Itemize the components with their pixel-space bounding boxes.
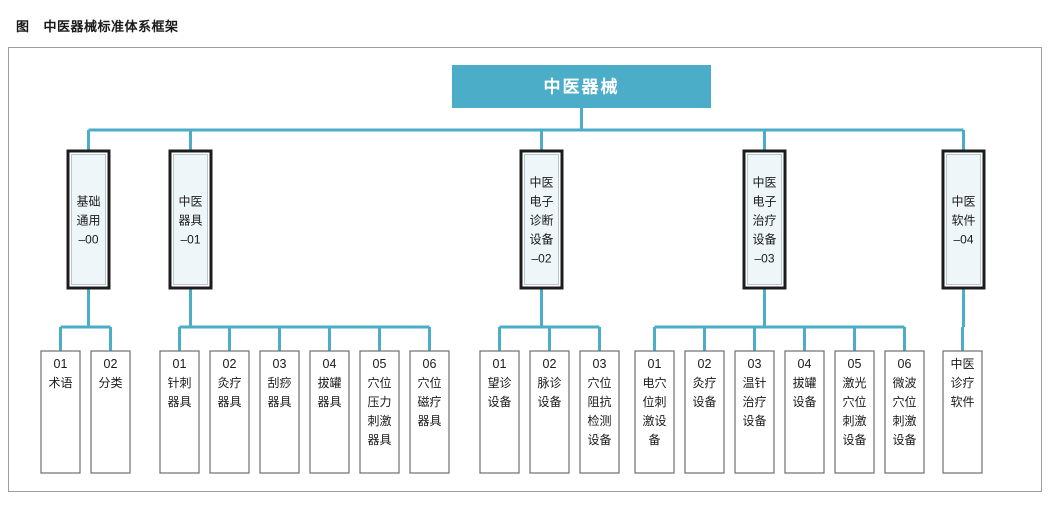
- root-label: 中医器械: [544, 77, 620, 97]
- level2-label-l2-02: 中医电子诊断设备–02: [529, 175, 553, 266]
- leaf-box-0-1: [90, 350, 131, 474]
- leaf-box-1-5: [409, 350, 450, 474]
- leaf-number-3-1: 02: [698, 357, 712, 371]
- leaf-box-3-0: [634, 350, 675, 474]
- leaf-box-1-0: [159, 350, 200, 474]
- leaf-label-1-4: 穴位压力刺激器具: [367, 375, 391, 447]
- leaf-label-1-1: 灸疗器具: [217, 376, 241, 409]
- leaf-label-1-2: 刮痧器具: [267, 375, 291, 409]
- leaf-label-2-0: 望诊设备: [487, 376, 511, 409]
- level2-label-l2-03: 中医电子治疗设备–03: [752, 175, 776, 266]
- root-node: [452, 65, 711, 108]
- leaf-number-1-3: 04: [323, 357, 337, 371]
- leaf-number-2-1: 02: [543, 357, 557, 371]
- leaf-label-4-0: 中医诊疗软件: [950, 356, 974, 409]
- leaf-label-3-0: 电穴位刺激设备: [642, 375, 666, 447]
- leaf-label-1-5: 穴位磁疗器具: [417, 375, 441, 428]
- leaf-box-3-4: [834, 350, 875, 474]
- level2-box-inner: [524, 154, 559, 285]
- figure-title-text: 中医器械标准体系框架: [43, 19, 179, 34]
- leaf-label-1-3: 拔罐器具: [317, 375, 341, 409]
- leaf-number-0-0: 01: [54, 357, 68, 371]
- leaf-label-0-0: 术语: [48, 376, 72, 390]
- leaf-box-2-2: [579, 350, 620, 474]
- leaf-number-1-4: 05: [373, 357, 387, 371]
- leaf-label-3-3: 拔罐设备: [792, 375, 816, 409]
- leaf-number-2-0: 01: [493, 357, 507, 371]
- level2-box-inner: [173, 154, 208, 285]
- leaf-box-1-1: [209, 350, 250, 474]
- level2-box-inner: [946, 154, 981, 285]
- leaf-label-2-1: 脉诊设备: [537, 375, 561, 409]
- leaf-label-3-1: 灸疗设备: [692, 376, 716, 409]
- connector-lines: [59, 108, 965, 351]
- leaf-label-1-0: 针刺器具: [167, 375, 191, 409]
- leaf-number-1-2: 03: [273, 357, 287, 371]
- leaf-number-2-2: 03: [593, 357, 607, 371]
- leaf-box-3-5: [884, 350, 925, 474]
- leaf-number-3-5: 06: [898, 357, 912, 371]
- leaf-box-1-2: [259, 350, 300, 474]
- leaf-label-3-4: 激光穴位刺激设备: [842, 376, 866, 447]
- leaf-box-3-3: [784, 350, 825, 474]
- leaf-label-3-2: 温针治疗设备: [742, 375, 766, 428]
- level2-box-inner: [747, 154, 782, 285]
- leaf-number-0-1: 02: [104, 357, 118, 371]
- leaf-box-1-4: [359, 350, 400, 474]
- leaf-number-3-3: 04: [798, 357, 812, 371]
- level2-node-l2-00: [66, 149, 111, 290]
- leaf-label-2-2: 穴位阻抗检测设备: [587, 375, 611, 447]
- level2-label-l2-00: 基础通用–00: [76, 195, 100, 247]
- leaf-number-1-0: 01: [173, 357, 187, 371]
- leaf-box-4-0: [942, 350, 983, 474]
- leaf-box-1-3: [309, 350, 350, 474]
- leaf-number-3-2: 03: [748, 357, 762, 371]
- leaf-number-1-5: 06: [423, 357, 437, 371]
- leaf-box-0-0: [40, 350, 81, 474]
- leaf-box-2-0: [479, 350, 520, 474]
- figure-label: 图: [16, 19, 30, 34]
- level2-node-l2-02: [519, 149, 564, 290]
- level2-node-l2-01: [168, 149, 213, 290]
- leaf-number-3-4: 05: [848, 357, 862, 371]
- figure-caption: 图中医器械标准体系框架: [16, 16, 179, 35]
- root-box-shape: [452, 65, 711, 108]
- leaf-label-0-1: 分类: [98, 376, 122, 390]
- level2-label-l2-01: 中医器具–01: [178, 194, 202, 247]
- level2-node-l2-03: [742, 149, 787, 290]
- leaf-number-1-1: 02: [223, 357, 237, 371]
- level2-box-inner: [71, 154, 106, 285]
- leaf-box-3-2: [734, 350, 775, 474]
- level2-label-l2-04: 中医软件–04: [951, 194, 975, 247]
- leaf-number-3-0: 01: [648, 357, 662, 371]
- leaf-box-3-1: [684, 350, 725, 474]
- leaf-box-2-1: [529, 350, 570, 474]
- level2-node-l2-04: [941, 149, 986, 290]
- leaf-label-3-5: 微波穴位刺激设备: [892, 376, 916, 447]
